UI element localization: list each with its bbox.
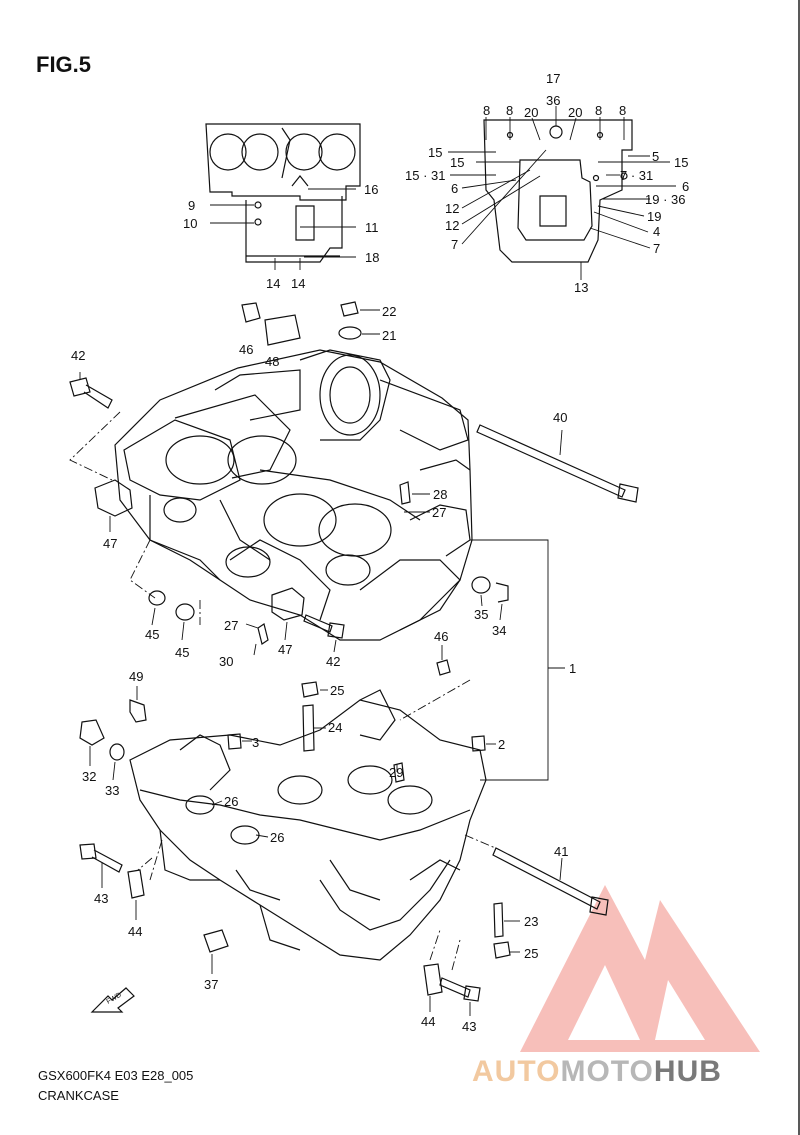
callout-29: 29	[389, 765, 404, 780]
callout-20b: 20	[568, 105, 583, 120]
callout-21: 21	[382, 328, 397, 343]
watermark-text-auto: AUTO	[472, 1055, 561, 1088]
loose-parts	[69, 301, 639, 1002]
callout-20a: 20	[524, 105, 539, 120]
callout-11: 11	[365, 220, 379, 235]
callout-43b: 43	[462, 1019, 477, 1034]
callout-28: 28	[433, 487, 448, 502]
callout-19: 19	[647, 209, 662, 224]
callout-23: 23	[524, 914, 539, 929]
callout-15-31: 15 · 31	[405, 168, 446, 183]
callout-9: 9	[188, 198, 196, 213]
callout-7a: 7	[451, 237, 459, 252]
inset-lower-leader-lines	[448, 106, 676, 280]
callout-44a: 44	[128, 924, 143, 939]
callout-43a: 43	[94, 891, 109, 906]
callout-13: 13	[574, 280, 589, 295]
callout-32: 32	[82, 769, 97, 784]
callout-8d: 8	[619, 103, 627, 118]
callout-44b: 44	[421, 1014, 436, 1029]
callout-26b: 26	[270, 830, 285, 845]
callout-12a: 12	[445, 201, 460, 216]
figure-title: FIG.5	[36, 52, 92, 77]
fwd-arrow-icon: FWD	[90, 987, 135, 1013]
callout-1: 1	[569, 661, 577, 676]
callout-41: 41	[554, 844, 569, 859]
callout-46b: 46	[434, 629, 449, 644]
inset-upper-leader-lines	[210, 188, 356, 270]
callout-19-36: 19 · 36	[645, 192, 686, 207]
callout-15c: 15	[674, 155, 689, 170]
callout-37: 37	[204, 977, 219, 992]
alignment-lines	[69, 411, 501, 971]
callout-7b: 7	[653, 241, 661, 256]
callout-27a: 27	[432, 505, 447, 520]
callout-48: 48	[265, 354, 280, 369]
inset-lower-case-bottom	[483, 119, 633, 263]
callout-34: 34	[492, 623, 507, 638]
callout-12b: 12	[445, 218, 460, 233]
callout-42b: 42	[326, 654, 341, 669]
callout-14b: 14	[291, 276, 306, 291]
upper-crankcase	[114, 349, 473, 641]
callout-25a: 25	[330, 683, 345, 698]
callout-40: 40	[553, 410, 568, 425]
callout-45a: 45	[145, 627, 160, 642]
callout-27b: 27	[224, 618, 239, 633]
callout-2: 2	[498, 737, 506, 752]
callout-33: 33	[105, 783, 120, 798]
callout-15b: 15	[450, 155, 465, 170]
callout-5: 5	[652, 149, 660, 164]
callout-49: 49	[129, 669, 144, 684]
callout-30: 30	[219, 654, 234, 669]
lower-crankcase	[129, 689, 487, 961]
callout-35: 35	[474, 607, 489, 622]
callout-47a: 47	[103, 536, 118, 551]
callout-8a: 8	[483, 103, 491, 118]
callout-7-31: 7 · 31	[620, 168, 654, 183]
callout-36-top: 36	[546, 93, 561, 108]
callout-26a: 26	[224, 794, 239, 809]
callout-8b: 8	[506, 103, 514, 118]
callout-25b: 25	[524, 946, 539, 961]
callout-14a: 14	[266, 276, 281, 291]
callout-8c: 8	[595, 103, 603, 118]
inset-upper-case-front	[205, 123, 361, 263]
callout-45b: 45	[175, 645, 190, 660]
callout-6b: 6	[682, 179, 690, 194]
watermark-text-hub: HUB	[653, 1055, 722, 1088]
callout-24: 24	[328, 720, 343, 735]
watermark-logo-mark	[520, 885, 760, 1052]
callout-3: 3	[252, 735, 260, 750]
watermark-text-moto: MOTO	[560, 1055, 654, 1088]
callout-46a: 46	[239, 342, 254, 357]
callout-16: 16	[364, 182, 379, 197]
model-code: GSX600FK4 E03 E28_005	[38, 1068, 194, 1083]
callout-17: 17	[546, 71, 561, 86]
callout-42a: 42	[71, 348, 86, 363]
callout-18: 18	[365, 250, 380, 265]
callout-10: 10	[183, 216, 198, 231]
watermark-text: AUTOMOTOHUB	[472, 1055, 722, 1089]
callout-15a: 15	[428, 145, 443, 160]
callout-6a: 6	[451, 181, 459, 196]
main-leader-lines	[79, 309, 565, 1016]
callout-4: 4	[653, 224, 661, 239]
callout-47b: 47	[278, 642, 293, 657]
callout-22: 22	[382, 304, 397, 319]
diagram-caption: CRANKCASE	[38, 1088, 119, 1103]
